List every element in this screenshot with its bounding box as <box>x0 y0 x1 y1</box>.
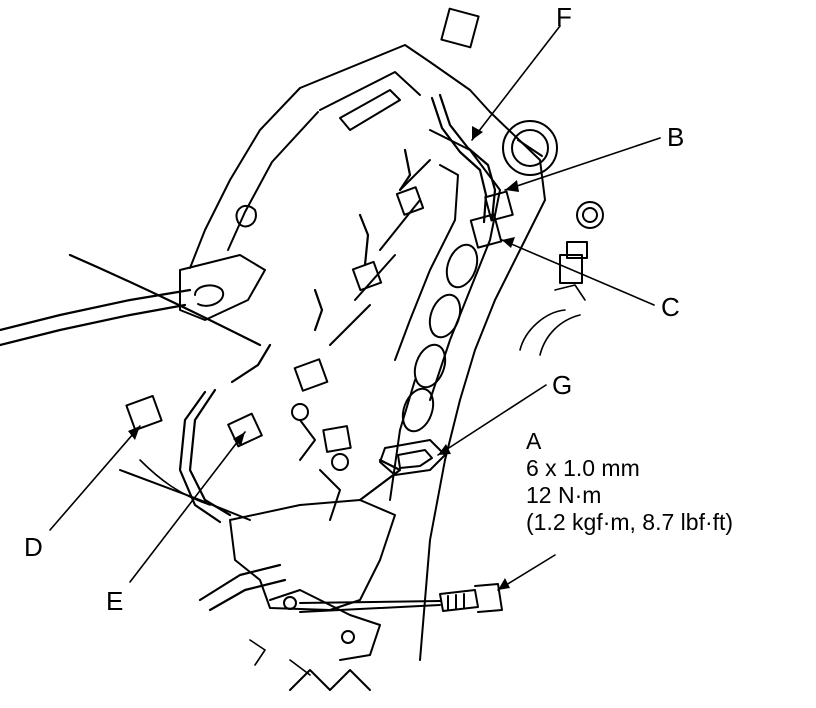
leader-f <box>471 25 561 141</box>
crankcase-detail <box>139 284 586 676</box>
intake-manifold <box>329 111 546 661</box>
leader-d <box>49 425 141 531</box>
bolt-torque-alt: (1.2 kgf·m, 8.7 lbf·ft) <box>526 509 734 535</box>
bolt-torque: 12 N·m <box>526 482 602 508</box>
leader-g <box>437 384 547 456</box>
callout-d: D <box>24 532 43 562</box>
bolt-spec: A 6 x 1.0 mm 12 N·m (1.2 kgf·m, 8.7 lbf·… <box>526 428 733 536</box>
injectors <box>291 403 349 521</box>
callout-c: C <box>661 292 680 322</box>
bracket-g <box>379 439 446 476</box>
callout-e: E <box>106 586 124 616</box>
callout-f: F <box>556 2 572 32</box>
bolt-a <box>299 583 503 613</box>
cam-cover <box>179 44 491 321</box>
callout-b: B <box>667 122 685 152</box>
connectors <box>125 7 588 453</box>
leader-b <box>504 137 661 191</box>
throttle-body <box>502 120 604 229</box>
callout-g: G <box>552 370 573 400</box>
arrowheads <box>128 126 519 590</box>
callout-a: A <box>526 428 542 454</box>
lower-bracket <box>119 469 396 691</box>
bolt-size: 6 x 1.0 mm <box>526 455 640 481</box>
leader-c <box>501 239 655 306</box>
leader-e <box>129 431 246 583</box>
